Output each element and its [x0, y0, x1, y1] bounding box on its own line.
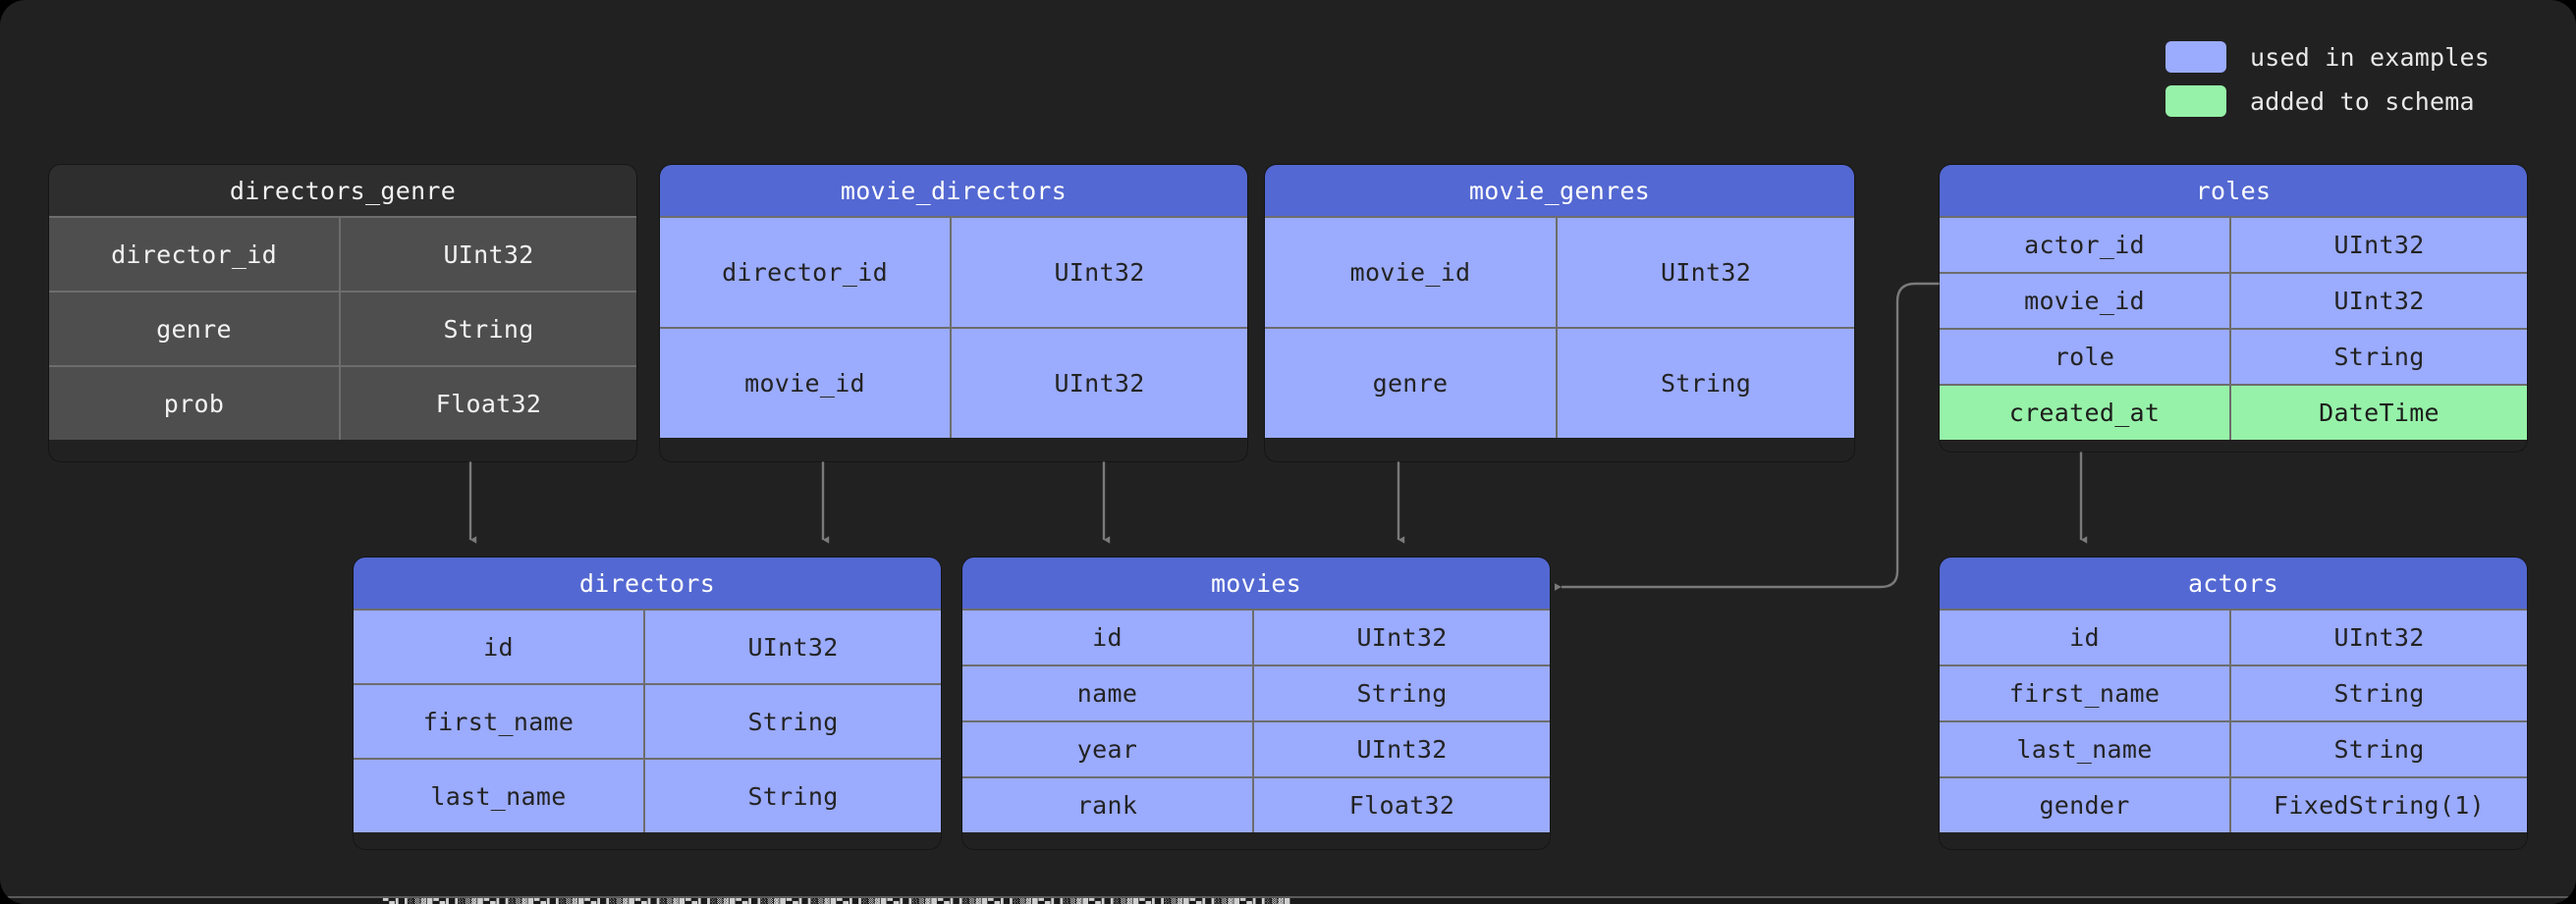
table-title: directors	[354, 558, 941, 609]
table-row[interactable]: last_name String	[1940, 720, 2527, 776]
table-row[interactable]: last_name String	[354, 758, 941, 832]
table-title: movie_directors	[660, 165, 1247, 216]
table-row[interactable]: id UInt32	[1940, 609, 2527, 665]
column-name-cell: prob	[49, 367, 341, 440]
table-row[interactable]: prob Float32	[49, 365, 636, 440]
column-type-cell: String	[1660, 369, 1752, 398]
column-name-cell: gender	[1940, 778, 2231, 832]
table-title: roles	[1940, 165, 2527, 216]
column-type-cell: String	[747, 707, 839, 736]
column-type-cell: UInt32	[747, 632, 839, 662]
column-type-cell: String	[443, 314, 534, 344]
column-type-cell: UInt32	[2333, 231, 2425, 259]
table-row[interactable]: rank Float32	[962, 776, 1550, 832]
cut-off-content-strip: ▀▄▌▐░▒▓█▀▄▌▐░▒▓█▀▄▌▐░▒▓█▀▄▌▐░▒▓█▀▄▌▐░▒▓█…	[0, 896, 2576, 904]
table-row[interactable]: genre String	[1265, 327, 1854, 438]
column-type-cell: UInt32	[443, 239, 534, 269]
column-name-cell: director_id	[660, 218, 952, 327]
column-type-cell: UInt32	[1054, 258, 1145, 287]
legend-item: used in examples	[2165, 41, 2490, 73]
column-type-cell: FixedString(1)	[2274, 791, 2485, 820]
table-title: movies	[962, 558, 1550, 609]
column-type-cell: DateTime	[2319, 399, 2439, 427]
column-type-cell: UInt32	[1356, 735, 1448, 764]
column-name-cell: actor_id	[1940, 218, 2231, 272]
table-title: actors	[1940, 558, 2527, 609]
table-row[interactable]: genre String	[49, 291, 636, 365]
table-row[interactable]: role String	[1940, 328, 2527, 384]
column-type-cell: UInt32	[2333, 287, 2425, 315]
cut-off-glyphs: ▀▄▌▐░▒▓█▀▄▌▐░▒▓█▀▄▌▐░▒▓█▀▄▌▐░▒▓█▀▄▌▐░▒▓█…	[383, 897, 1291, 904]
column-name-cell: year	[962, 722, 1254, 776]
column-name-cell: id	[1940, 611, 2231, 665]
legend-swatch	[2165, 41, 2226, 73]
column-name-cell: role	[1940, 330, 2231, 384]
table-row[interactable]: movie_id UInt32	[660, 327, 1247, 438]
column-name-cell: first_name	[1940, 666, 2231, 720]
column-type-cell: String	[2333, 343, 2425, 371]
column-type-cell: UInt32	[1660, 258, 1752, 287]
column-name-cell: movie_id	[1265, 218, 1558, 327]
column-name-cell: last_name	[1940, 722, 2231, 776]
column-type-cell: UInt32	[2333, 623, 2425, 652]
column-type-cell: String	[1356, 679, 1448, 708]
table-row[interactable]: director_id UInt32	[49, 216, 636, 291]
column-name-cell: movie_id	[660, 329, 952, 438]
column-name-cell: rank	[962, 778, 1254, 832]
column-name-cell: created_at	[1940, 386, 2231, 440]
column-type-cell: UInt32	[1054, 369, 1145, 398]
table-title: movie_genres	[1265, 165, 1854, 216]
table-row[interactable]: name String	[962, 665, 1550, 720]
table-row[interactable]: actor_id UInt32	[1940, 216, 2527, 272]
column-name-cell: id	[962, 611, 1254, 665]
column-name-cell: id	[354, 611, 645, 683]
column-name-cell: director_id	[49, 218, 341, 291]
table-row[interactable]: first_name String	[1940, 665, 2527, 720]
table-row[interactable]: id UInt32	[962, 609, 1550, 665]
column-name-cell: genre	[1265, 329, 1558, 438]
table-row[interactable]: movie_id UInt32	[1940, 272, 2527, 328]
column-name-cell: first_name	[354, 685, 645, 758]
legend-label: used in examples	[2249, 42, 2490, 72]
legend-label: added to schema	[2249, 86, 2475, 116]
table-row[interactable]: year UInt32	[962, 720, 1550, 776]
legend: used in examples added to schema	[2165, 41, 2490, 117]
table-row[interactable]: movie_id UInt32	[1265, 216, 1854, 327]
legend-item: added to schema	[2165, 85, 2490, 117]
column-name-cell: last_name	[354, 760, 645, 832]
column-type-cell: String	[747, 781, 839, 811]
column-name-cell: name	[962, 666, 1254, 720]
column-type-cell: UInt32	[1356, 623, 1448, 652]
column-type-cell: Float32	[1348, 791, 1455, 820]
column-type-cell: String	[2333, 735, 2425, 764]
column-type-cell: Float32	[435, 389, 542, 418]
column-name-cell: genre	[49, 292, 341, 365]
table-row[interactable]: gender FixedString(1)	[1940, 776, 2527, 832]
column-name-cell: movie_id	[1940, 274, 2231, 328]
table-title: directors_genre	[49, 165, 636, 216]
table-row[interactable]: created_at DateTime	[1940, 384, 2527, 440]
table-row[interactable]: id UInt32	[354, 609, 941, 683]
column-type-cell: String	[2333, 679, 2425, 708]
table-row[interactable]: first_name String	[354, 683, 941, 758]
table-row[interactable]: director_id UInt32	[660, 216, 1247, 327]
legend-swatch	[2165, 85, 2226, 117]
